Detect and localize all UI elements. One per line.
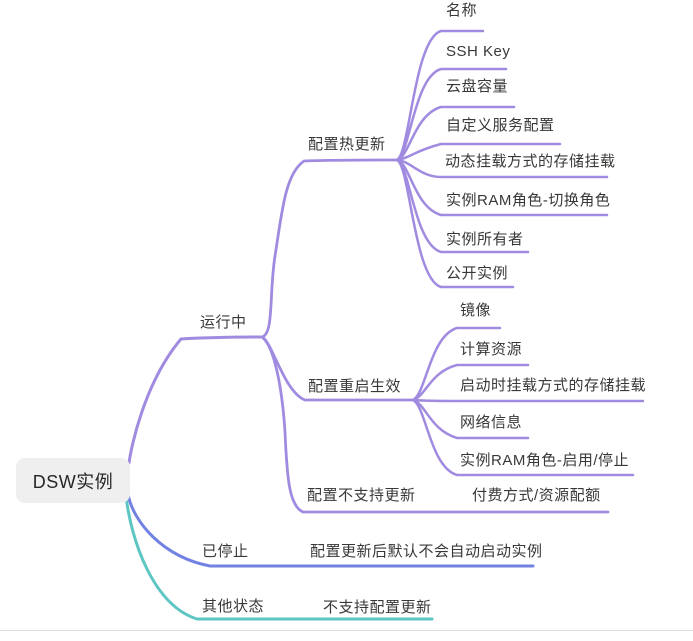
leaf-owner[interactable]: 实例所有者 <box>446 231 524 248</box>
leaf-custom-service[interactable]: 自定义服务配置 <box>446 117 555 134</box>
connector-leaf-image <box>411 326 502 402</box>
topic-hot-update[interactable]: 配置热更新 <box>308 136 386 153</box>
connector-leaf-custom-service <box>395 142 562 162</box>
topic-stopped[interactable]: 已停止 <box>202 543 249 560</box>
leaf-compute[interactable]: 计算资源 <box>460 341 523 358</box>
leaf-ssh-key[interactable]: SSH Key <box>446 43 511 60</box>
topic-root[interactable]: DSW实例 <box>16 458 130 503</box>
leaf-ram-enable[interactable]: 实例RAM角色-启用/停止 <box>460 452 629 469</box>
leaf-ram-switch[interactable]: 实例RAM角色-切换角色 <box>446 192 611 209</box>
connector-leaf-compute <box>411 363 530 402</box>
leaf-name[interactable]: 名称 <box>446 2 478 19</box>
topic-other-state[interactable]: 其他状态 <box>202 598 265 615</box>
connector-leaf-ssh-key <box>395 67 508 162</box>
leaf-image[interactable]: 镜像 <box>460 302 492 319</box>
connector-leaf-ram-enable <box>411 398 635 477</box>
topic-no-update-support[interactable]: 配置不支持更新 <box>307 487 416 504</box>
connector-leaf-public <box>395 158 515 289</box>
connector-root-running <box>127 335 264 465</box>
leaf-boot-mount[interactable]: 启动时挂载方式的存储挂载 <box>460 377 647 394</box>
leaf-payment-quota[interactable]: 付费方式/资源配额 <box>472 487 601 504</box>
connector-running-hot-update <box>260 158 399 339</box>
connector-root-other <box>124 494 434 621</box>
connector-root-stopped <box>126 492 535 568</box>
connector-leaf-disk <box>395 105 516 162</box>
connector-leaf-boot-mount <box>411 398 645 403</box>
leaf-update-unsupported[interactable]: 不支持配置更新 <box>323 599 432 616</box>
leaf-public-instance[interactable]: 公开实例 <box>446 265 509 282</box>
connector-leaf-dynamic-mount <box>395 158 609 179</box>
leaf-disk-capacity[interactable]: 云盘容量 <box>446 78 509 95</box>
leaf-no-autostart[interactable]: 配置更新后默认不会自动启动实例 <box>310 543 543 560</box>
leaf-dynamic-mount[interactable]: 动态挂载方式的存储挂载 <box>445 153 616 170</box>
leaf-network[interactable]: 网络信息 <box>460 414 523 431</box>
topic-restart-effective[interactable]: 配置重启生效 <box>308 378 402 395</box>
connector-running-no-update <box>260 335 610 514</box>
topic-running[interactable]: 运行中 <box>200 314 247 331</box>
